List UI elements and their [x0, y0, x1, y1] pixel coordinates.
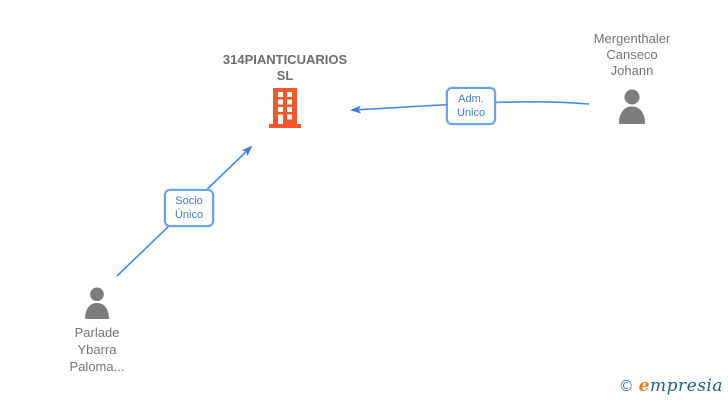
edge-label-adm-unico[interactable]: Adm. Unico — [446, 87, 496, 125]
edge-label-line: Unico — [456, 107, 486, 119]
copyright-icon: © — [618, 377, 634, 395]
edge-label-line: Único — [174, 209, 204, 221]
empresia-logo[interactable]: © empresia — [619, 376, 723, 396]
person-icon[interactable] — [617, 89, 647, 129]
node-company[interactable]: 314PIANTICUARIOS SL — [205, 52, 365, 133]
person-name-line: Parlade — [74, 325, 120, 340]
building-icon[interactable] — [268, 88, 302, 133]
company-name-line1: 314PIANTICUARIOS — [222, 52, 348, 67]
edge-label-line: Socio — [175, 195, 203, 207]
person-name-line: Mergenthaler — [593, 31, 671, 46]
brand-name: empresia — [639, 376, 723, 396]
person-icon[interactable] — [83, 287, 111, 324]
person-name-line: Johann — [610, 63, 654, 78]
person-name-line: Paloma... — [69, 359, 125, 374]
person-name-line: Ybarra — [77, 342, 117, 357]
node-person-parlade[interactable]: Parlade Ybarra Paloma... — [37, 287, 157, 375]
company-name-line2: SL — [276, 68, 294, 83]
person-name-line: Canseco — [606, 47, 658, 62]
brand-rest: mpresia — [650, 376, 723, 396]
edge-label-socio-unico[interactable]: Socio Único — [164, 189, 214, 227]
edge-label-line: Adm. — [458, 93, 484, 105]
node-person-mergenthaler[interactable]: Mergenthaler Canseco Johann — [570, 31, 694, 129]
brand-first-letter: e — [638, 376, 650, 396]
